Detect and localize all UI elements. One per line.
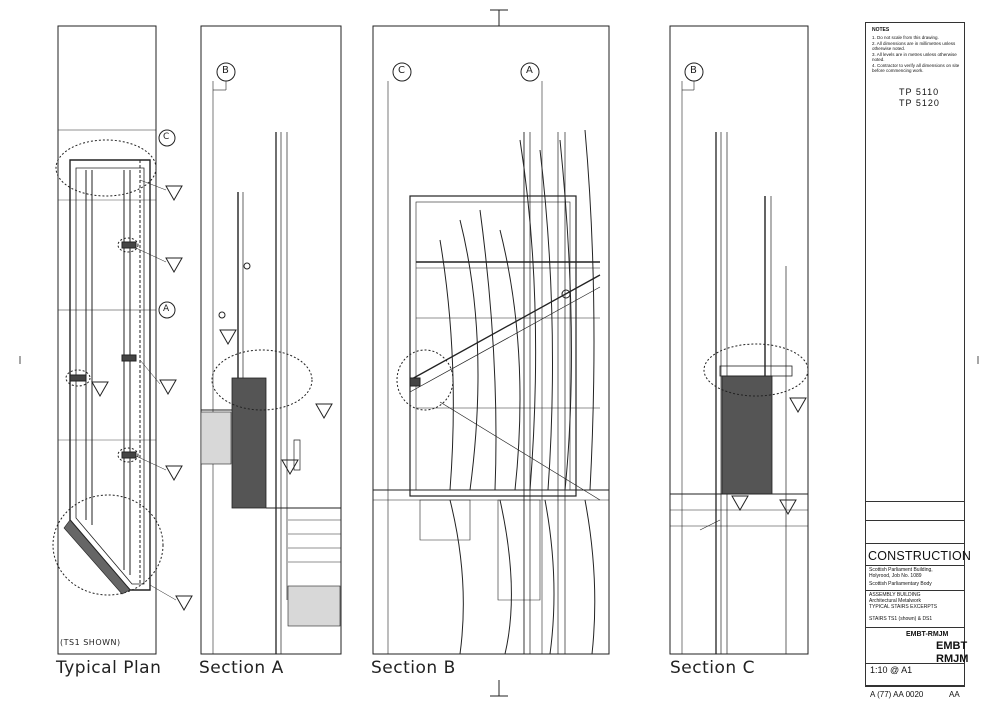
notes-heading: NOTES	[872, 27, 890, 33]
reference-2: TP 5120	[899, 98, 940, 108]
title-line-2: Architectural Metalwork	[869, 598, 921, 604]
plan-drawing	[52, 129, 193, 612]
drawing-number: A (77) AA 0020	[870, 690, 924, 699]
revision-strip	[866, 501, 964, 521]
notes-list: 1. Do not scale from this drawing. 2. Al…	[872, 35, 962, 74]
project-line-1: Scottish Parliament Building,	[869, 567, 933, 573]
grid-label-a-section-b: A	[526, 65, 534, 76]
project-line-2: Holyrood, Job No. 1089	[869, 573, 922, 579]
plan-note: (TS1 SHOWN)	[60, 638, 121, 647]
note-item: 3. All levels are in metres unless other…	[872, 51, 957, 63]
logo-embt: EMBT	[936, 640, 968, 652]
section-a-frame	[200, 25, 342, 655]
section-b-drawing	[373, 62, 609, 655]
drawing-status: CONSTRUCTION	[868, 549, 972, 563]
section-c-frame	[669, 25, 809, 655]
drawing-scale: 1:10 @ A1	[870, 665, 913, 675]
title-line-1: ASSEMBLY BUILDING	[869, 592, 921, 598]
revision-code: AA	[949, 690, 960, 699]
reference-1: TP 5110	[899, 87, 940, 97]
grid-label-c-section-b: C	[398, 65, 406, 76]
note-item: 4. Contractor to verify all dimensions o…	[872, 62, 960, 74]
view-title-section-c: Section C	[670, 658, 755, 678]
grid-label-c-plan: C	[163, 132, 170, 142]
drawing-subtitle: STAIRS TS1 (shown) & DS1	[869, 616, 933, 622]
title-line-3: TYPICAL STAIRS EXCERPTS	[869, 604, 938, 610]
client-name: Scottish Parliamentary Body	[869, 581, 932, 587]
view-title-plan: Typical Plan	[56, 658, 162, 678]
plan-frame	[57, 25, 157, 655]
view-title-section-a: Section A	[199, 658, 284, 678]
title-block: NOTES 1. Do not scale from this drawing.…	[865, 22, 971, 699]
section-a-drawing	[200, 62, 341, 654]
section-c-drawing	[670, 62, 809, 654]
grid-label-b-section-c: B	[690, 65, 698, 76]
firm-name: EMBT-RMJM	[906, 631, 949, 638]
note-item: 2. All dimensions are in millimetres unl…	[872, 40, 956, 52]
logo-rmjm: RMJM	[936, 653, 969, 665]
section-b-frame	[372, 25, 610, 655]
grid-label-b-section-a: B	[222, 65, 230, 76]
view-title-section-b: Section B	[371, 658, 456, 678]
note-item: 1. Do not scale from this drawing.	[872, 35, 939, 40]
grid-label-a-plan: A	[163, 304, 170, 314]
